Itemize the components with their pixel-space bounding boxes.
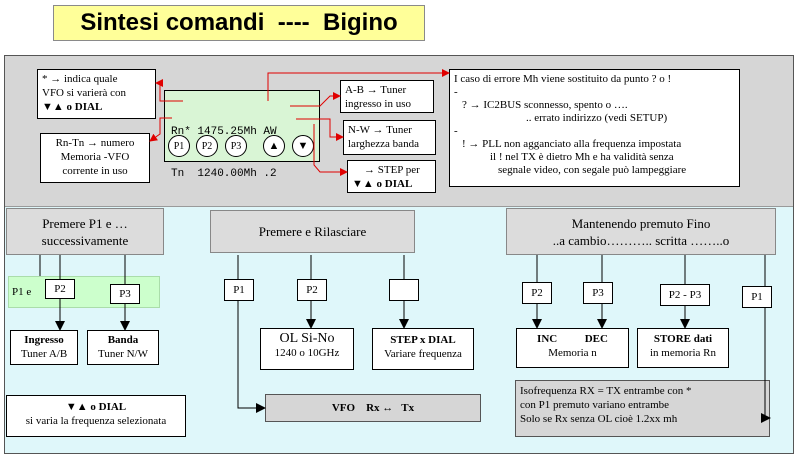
page-title: Sintesi comandi ---- Bigino xyxy=(53,5,425,41)
isofrequenza-box: Isofrequenza RX = TX entrambe con * con … xyxy=(515,380,770,437)
note-star: * → indica quale VFO si varierà con ▼▲ o… xyxy=(37,69,156,119)
store-line2: in memoria Rn xyxy=(650,347,716,359)
note-errors-line6: ! → PLL non agganciato alla frequenza im… xyxy=(462,138,682,150)
arrow-star xyxy=(155,79,183,102)
section-right-line2: ..a cambio……….. scritta ……..o xyxy=(552,232,730,248)
ol-box: OL Si-No 1240 o 10GHz xyxy=(260,328,354,370)
mid-p1-key: P1 xyxy=(224,279,254,301)
p3-button[interactable]: P3 xyxy=(225,135,247,157)
section-right-line1: Mantenendo premuto Fino xyxy=(571,215,711,231)
banda-line1: Banda xyxy=(107,334,139,346)
note-rntn-line1: Rn-Tn → numero xyxy=(55,137,135,149)
note-star-line3: ▼▲ o DIAL xyxy=(42,101,103,113)
note-nw-line2: larghezza banda xyxy=(348,138,419,150)
note-errors-line7: il ! nel TX è dietro Mh e ha validità se… xyxy=(490,151,674,163)
store-line1-text: STORE dati xyxy=(653,333,713,345)
right-p3-key: P3 xyxy=(583,282,613,304)
section-left-line2: successivamente xyxy=(41,232,129,248)
note-errors: I caso di errore Mh viene sostituito da … xyxy=(449,69,740,187)
p1e-label: P1 e xyxy=(12,286,32,298)
note-errors-line1: I caso di errore Mh viene sostituito da … xyxy=(454,73,672,85)
note-ab: A-B → Tuner ingresso in uso xyxy=(340,80,434,113)
banda-line2: Tuner N/W xyxy=(97,348,148,360)
right-p1-key: P1 xyxy=(742,286,772,308)
up-button[interactable]: ▲ xyxy=(263,135,285,157)
section-mid-line1: Premere e Rilasciare xyxy=(258,224,367,239)
step-line1: STEP x DIAL xyxy=(390,334,456,346)
note-step: → STEP per ▼▲ o DIAL xyxy=(347,160,436,193)
section-left-header: Premere P1 e …successivamente xyxy=(6,208,164,255)
note-step-line1: → STEP per xyxy=(364,164,420,176)
incdec-box: INC DEC Memoria n xyxy=(516,328,629,368)
section-left-line1: Premere P1 e … xyxy=(42,215,128,231)
note-errors-line3: ? → IC2BUS sconnesso, spento o …. xyxy=(462,99,628,111)
note-star-line1: * → indica quale xyxy=(42,73,118,85)
ol-line2: 1240 o 10GHz xyxy=(274,347,340,359)
ingresso-box: Ingresso Tuner A/B xyxy=(10,330,78,365)
section-right-header: Mantenendo premuto Fino..a cambio……….. s… xyxy=(506,208,776,255)
section-mid-header: Premere e Rilasciare xyxy=(210,210,415,253)
note-ab-line2: ingresso in uso xyxy=(345,98,411,110)
ol-line1-text: OL Si-No xyxy=(279,331,335,346)
note-star-line2: VFO si varierà con xyxy=(42,87,127,99)
p2-button[interactable]: P2 xyxy=(196,135,218,157)
store-box: STORE dati in memoria Rn xyxy=(637,328,729,368)
banda-box: Banda Tuner N/W xyxy=(87,330,159,365)
note-nw: N-W → Tuner larghezza banda xyxy=(343,120,436,155)
store-line1: STORE dati xyxy=(638,332,728,346)
note-errors-line2: - xyxy=(454,86,458,98)
ingresso-line2: Tuner A/B xyxy=(20,348,68,360)
arrow-nw xyxy=(296,118,344,141)
note-nw-line1: N-W → Tuner xyxy=(348,124,412,136)
dial-line1: ▼▲ o DIAL xyxy=(65,401,127,413)
dial-box: ▼▲ o DIAL si varia la frequenza selezion… xyxy=(6,395,186,437)
note-rntn-line3: corrente in uso xyxy=(62,165,128,177)
step-line2: Variare frequenza xyxy=(384,348,462,360)
note-errors-line8: segnale video, con segale può lampeggiar… xyxy=(498,164,687,176)
left-p3-key: P3 xyxy=(110,284,140,304)
ingresso-line1: Ingresso xyxy=(24,334,64,346)
note-errors-line4: .. errato indirizzo (vedi SETUP) xyxy=(526,112,668,124)
vfo-swap-box: VFO Rx ↔ Tx xyxy=(265,394,481,422)
arrow-ab xyxy=(290,92,341,107)
iso-line2: con P1 premuto variano entrambe xyxy=(520,399,670,411)
mid-p2-key: P2 xyxy=(297,279,327,301)
step-box: STEP x DIAL Variare frequenza xyxy=(372,328,474,370)
note-rntn-line2: Memoria -VFO xyxy=(60,151,130,163)
note-step-line2: ▼▲ o DIAL xyxy=(352,178,413,190)
p1-button[interactable]: P1 xyxy=(168,135,190,157)
lcd-text: Rn* 1475.25Mh AW Tn 1240.00Mh .2 xyxy=(171,97,323,180)
ol-line1: OL Si-No xyxy=(261,332,353,346)
iso-line1: Isofrequenza RX = TX entrambe con * xyxy=(520,385,692,397)
arrow-errors xyxy=(267,69,450,101)
dial-line2: si varia la frequenza selezionata xyxy=(25,415,167,427)
note-ab-line1: A-B → Tuner xyxy=(345,84,407,96)
incdec-line2: Memoria n xyxy=(548,347,597,359)
arrow-rntn xyxy=(149,117,172,142)
note-rntn: Rn-Tn → numero Memoria -VFO corrente in … xyxy=(40,133,150,183)
left-p2-key: P2 xyxy=(45,279,75,299)
iso-line3: Solo se Rx senza OL cioè 1.2xx mh xyxy=(520,413,678,425)
right-p2-key: P2 xyxy=(522,282,552,304)
mid-blank-key xyxy=(389,279,419,301)
arrow-step xyxy=(313,124,348,176)
note-errors-line5: - xyxy=(454,125,458,137)
right-p2p3-key: P2 - P3 xyxy=(660,284,710,306)
lcd-line-2: Tn 1240.00Mh .2 xyxy=(171,168,277,180)
incdec-line1: INC DEC xyxy=(537,333,608,345)
